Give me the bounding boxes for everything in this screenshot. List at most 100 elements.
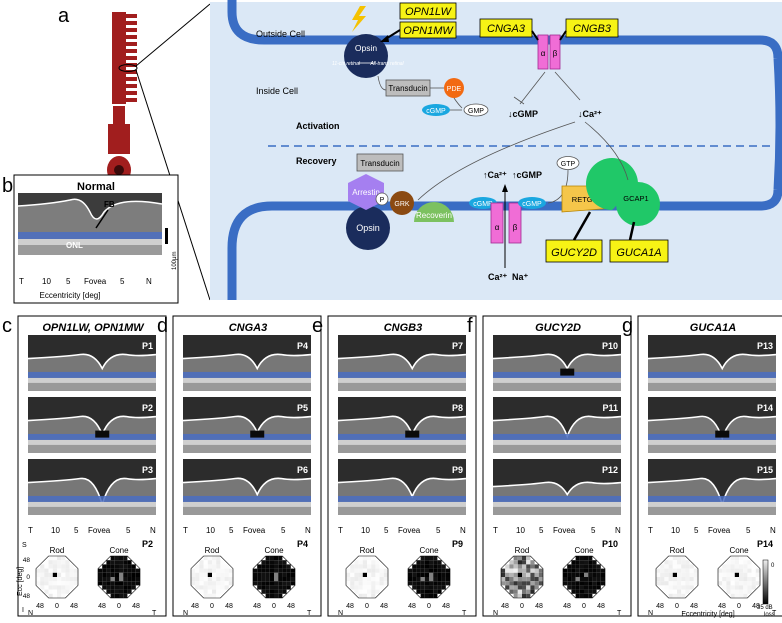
patient-label: P10	[602, 341, 618, 351]
oct-scan	[647, 335, 777, 391]
oct-scan	[182, 459, 312, 515]
map-x-tick: 48	[225, 603, 233, 610]
gene-panel-title: GUCY2D	[535, 322, 581, 334]
fb-label: FB	[104, 200, 115, 209]
panel-b-xlabel: Eccentricity [deg]	[40, 291, 101, 300]
map-y-tick: 48	[23, 593, 31, 600]
opsin-top-label: Opsin	[355, 43, 377, 53]
cone-sensitivity-map	[717, 555, 761, 599]
colorbar-gradient	[762, 559, 769, 605]
panel-letter: c	[2, 315, 12, 337]
oct-tick: T	[28, 526, 33, 535]
gene-gucy2d: GUCY2D	[551, 247, 597, 259]
beta-top-label: β	[553, 49, 558, 58]
gene-panel-title: GUCA1A	[690, 322, 737, 334]
rod-sensitivity-map	[190, 555, 234, 599]
map-x-tick: 48	[718, 603, 726, 610]
gcap1-label: GCAP1	[623, 194, 648, 203]
patient-label: P15	[757, 465, 773, 475]
opsin-top	[344, 34, 388, 78]
beta-bottom-label: β	[513, 223, 518, 232]
gene-cnga3: CNGA3	[487, 23, 526, 35]
transducin-bottom-label: Transducin	[360, 159, 399, 168]
opsin-bottom	[346, 206, 390, 250]
transducin-top-label: Transducin	[388, 84, 427, 93]
cng-alpha-bottom	[490, 202, 504, 244]
map-x-tick: 48	[346, 603, 354, 610]
oct-tick: 5	[436, 526, 441, 535]
oct-scan	[27, 397, 157, 453]
oct-tick: N	[460, 526, 466, 535]
map-t-label: T	[307, 610, 312, 617]
map-x-tick: 48	[132, 603, 140, 610]
patient-label: P14	[757, 403, 773, 413]
gtp-label: GTP	[561, 161, 576, 168]
gmp-label: GMP	[468, 108, 484, 115]
cgmp-top	[422, 104, 450, 116]
recovery-label: Recovery	[296, 156, 337, 166]
ca-in-label: Ca²⁺	[488, 272, 508, 282]
patient-label: P11	[602, 403, 618, 413]
cone-sensitivity-map	[97, 555, 141, 599]
oct-scan	[337, 335, 467, 391]
cone-sensitivity-map	[252, 555, 296, 599]
oct-tick: Fovea	[553, 526, 576, 535]
scale-label: 100μm	[172, 252, 178, 270]
colorbar-top: 0	[771, 563, 775, 569]
panel-letter: e	[312, 315, 323, 337]
patient-label: P1	[142, 341, 153, 351]
map-x-tick: 48	[752, 603, 760, 610]
cone-label: Cone	[574, 546, 594, 555]
cone-label: Cone	[729, 546, 749, 555]
map-patient-label: P14	[757, 539, 773, 549]
patient-label: P12	[602, 465, 618, 475]
map-eccentricity-label: Eccentricity [deg]	[681, 611, 734, 618]
panel-a-letter: a	[58, 5, 70, 27]
map-x-tick: 48	[36, 603, 44, 610]
map-x-tick: 0	[427, 603, 431, 610]
oct-tick: 10	[361, 526, 370, 535]
gene-opn1lw: OPN1LW	[405, 6, 453, 18]
membrane-lower	[227, 189, 782, 300]
map-n-label: N	[493, 610, 498, 617]
cgmp-bottom-right	[518, 197, 546, 209]
oct-scan	[492, 397, 622, 453]
map-n-label: N	[183, 610, 188, 617]
gene-box-cnga3	[479, 18, 533, 38]
oct-tick: N	[770, 526, 776, 535]
alpha-top-label: α	[541, 49, 546, 58]
map-t-label: T	[462, 610, 467, 617]
oct-tick: 5	[74, 526, 79, 535]
oct-tick: Fovea	[398, 526, 421, 535]
oct-scan	[647, 397, 777, 453]
cis-retinal-label: 11-cis retinal	[332, 61, 361, 67]
oct-scan	[27, 459, 157, 515]
map-i-label: I	[22, 607, 24, 614]
colorbar-unit: loss	[764, 612, 775, 618]
patient-label: P5	[297, 403, 308, 413]
map-x-tick: 0	[737, 603, 741, 610]
map-s-label: S	[22, 542, 27, 549]
patient-label: P13	[757, 341, 773, 351]
na-in-label: Na⁺	[512, 272, 529, 282]
oct-tick: T	[338, 526, 343, 535]
map-t-label: T	[152, 610, 157, 617]
patient-label: P2	[142, 403, 153, 413]
oct-tick: 10	[516, 526, 525, 535]
oct-tick: 5	[126, 526, 131, 535]
svg-text:5: 5	[120, 277, 125, 286]
map-x-tick: 48	[535, 603, 543, 610]
oct-tick: Fovea	[88, 526, 111, 535]
oct-tick: T	[493, 526, 498, 535]
map-x-tick: 0	[210, 603, 214, 610]
map-t-label: T	[617, 610, 622, 617]
patient-label: P6	[297, 465, 308, 475]
oct-tick: 5	[539, 526, 544, 535]
light-bolt-icon	[352, 6, 366, 32]
cone-sensitivity-map	[562, 555, 606, 599]
map-x-tick: 48	[656, 603, 664, 610]
map-x-tick: 0	[55, 603, 59, 610]
zoom-ellipse	[118, 64, 138, 72]
map-x-tick: 48	[563, 603, 571, 610]
